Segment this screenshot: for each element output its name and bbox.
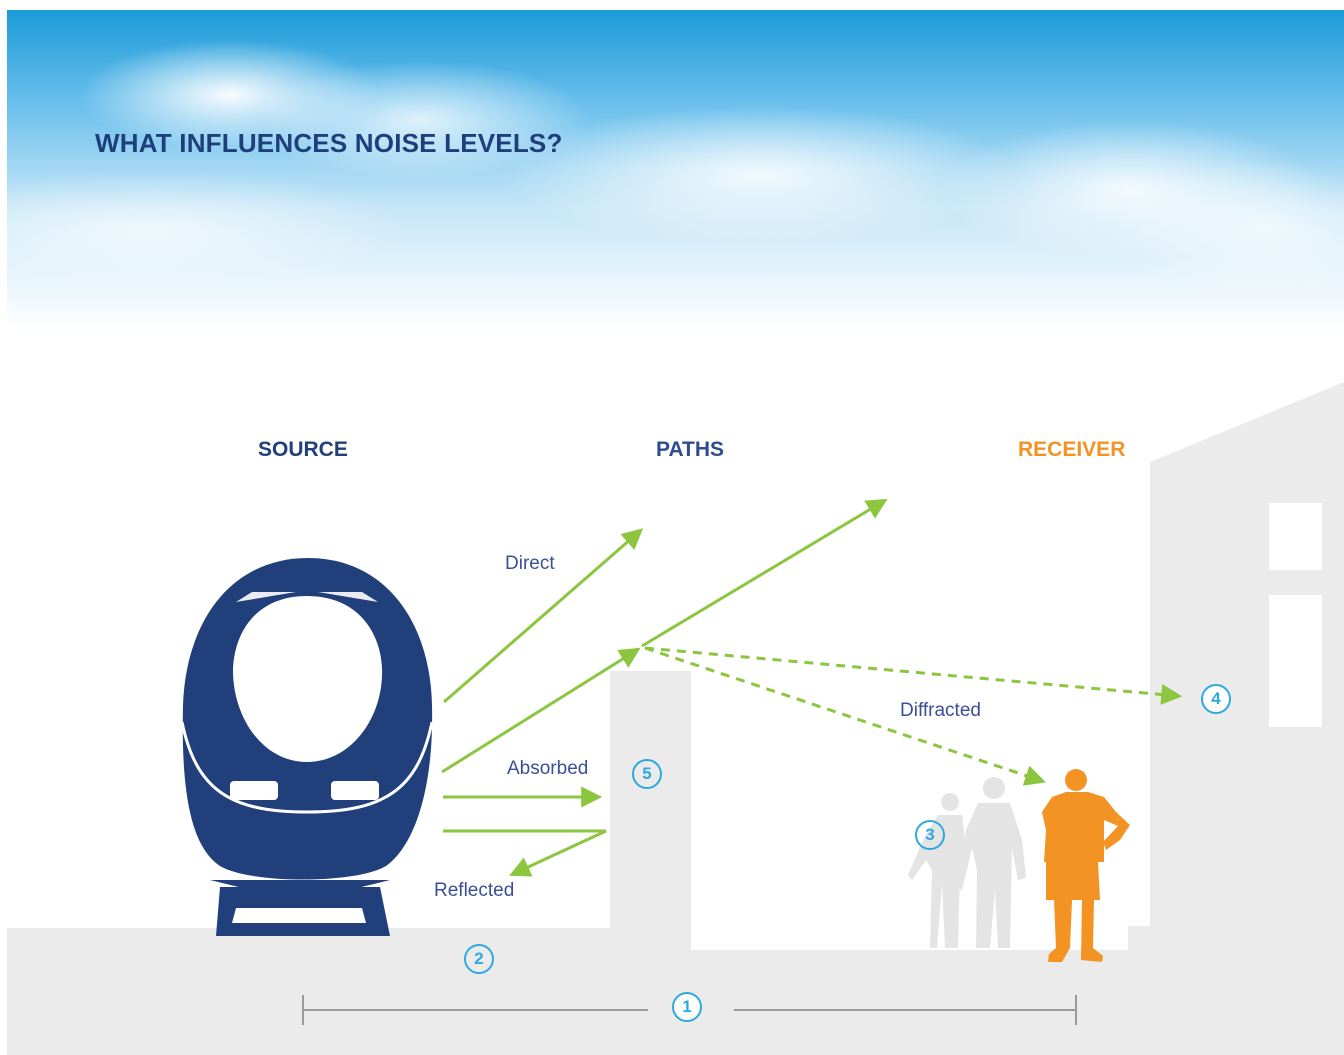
diffracted-label: Diffracted	[900, 700, 981, 721]
train-icon	[180, 558, 434, 936]
marker-ground: 2	[464, 944, 494, 974]
marker-distance: 1	[672, 992, 702, 1022]
paths-heading: PATHS	[656, 438, 725, 461]
diffracted-building-arrow	[644, 646, 1183, 705]
receiver-person-icon	[1042, 769, 1130, 962]
marker-building: 4	[1201, 684, 1231, 714]
reflected-label: Reflected	[434, 880, 515, 901]
marker-people: 3	[915, 820, 945, 850]
over-barrier-arrow	[641, 498, 888, 648]
path-arrows	[441, 498, 1183, 877]
building-window-bottom	[1269, 595, 1322, 727]
noise-barrier	[610, 671, 691, 952]
marker-barrier: 5	[632, 759, 662, 789]
direct-arrow	[443, 528, 644, 704]
diffracted-receiver-arrow	[644, 646, 1046, 786]
ground	[7, 928, 1344, 1055]
people-silhouettes	[908, 777, 1026, 948]
building-window-top	[1269, 503, 1322, 570]
building	[1128, 382, 1344, 952]
sky-background	[0, 10, 1344, 330]
source-heading: SOURCE	[258, 438, 348, 461]
receiver-heading: RECEIVER	[1018, 438, 1126, 461]
absorbed-label: Absorbed	[507, 758, 589, 779]
barrier-top-arrow	[441, 647, 641, 774]
direct-label: Direct	[505, 553, 555, 574]
distance-scale	[302, 995, 1077, 1025]
page-title: WHAT INFLUENCES NOISE LEVELS?	[95, 128, 563, 158]
reflected-arrow	[509, 829, 607, 877]
